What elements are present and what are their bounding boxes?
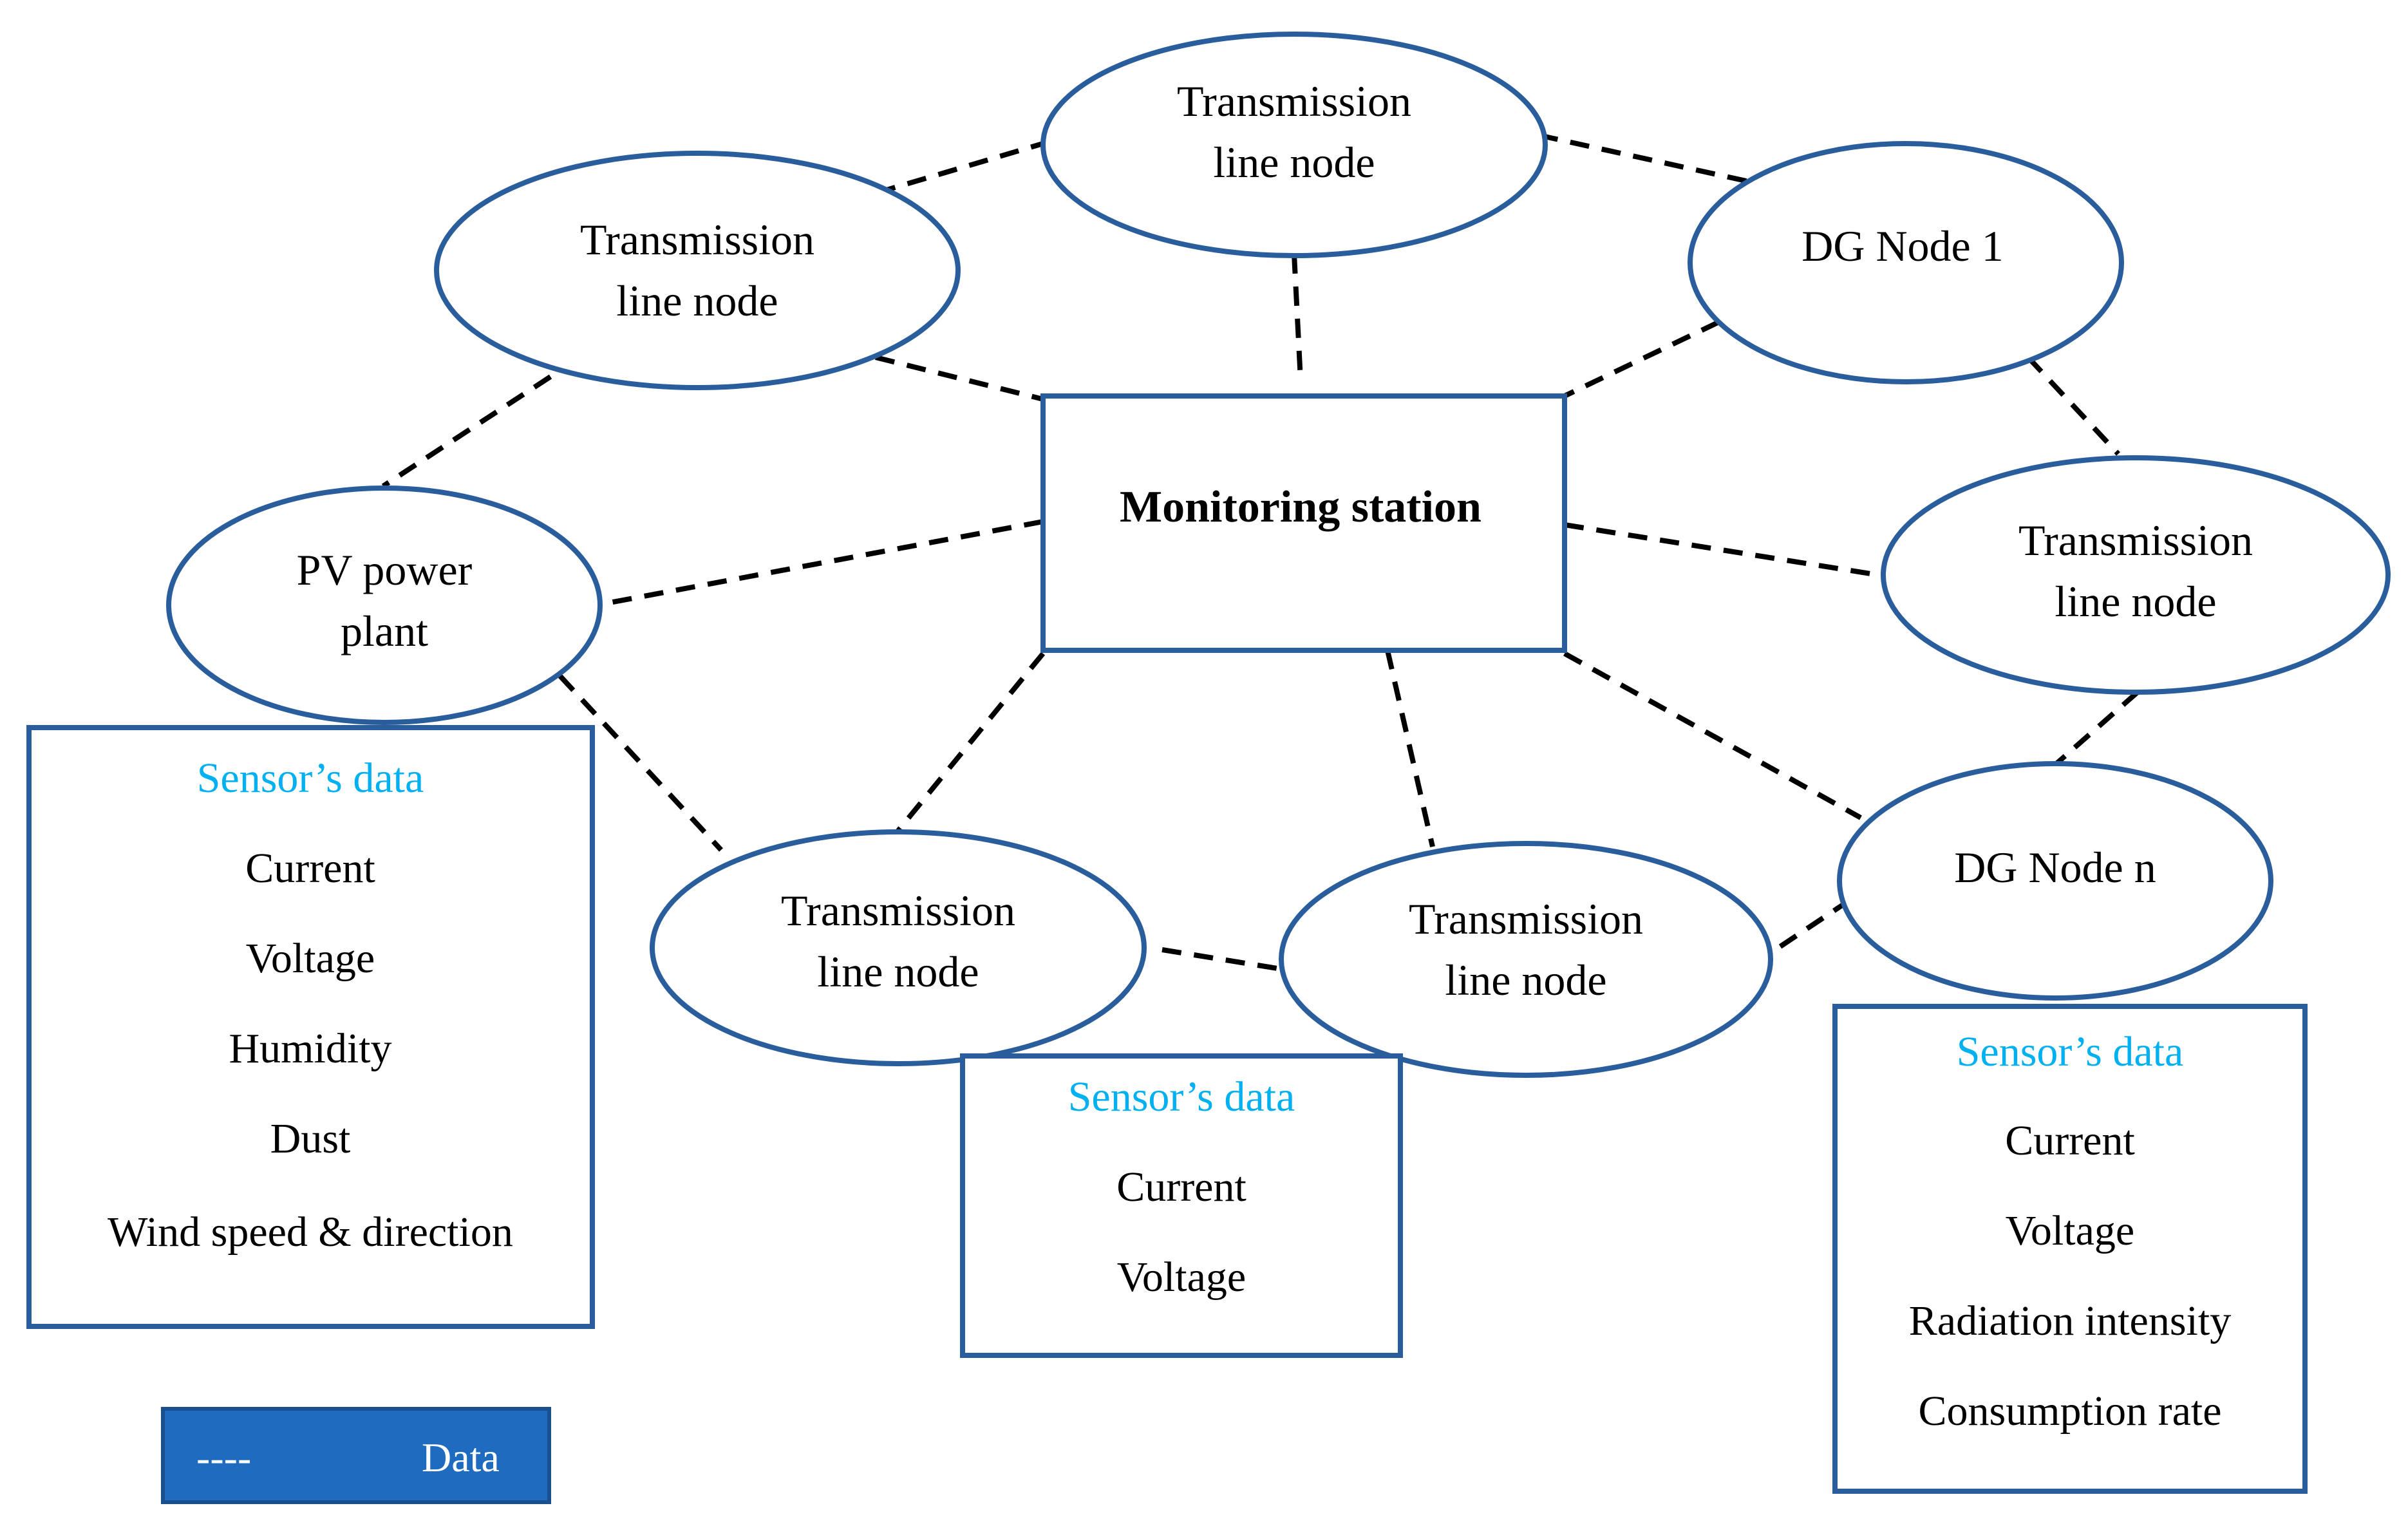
dg-node-1: DG Node 1: [1688, 141, 2124, 384]
station-label: Monitoring station: [1120, 482, 1481, 532]
link-station-tlbottommid: [1385, 650, 1435, 847]
sensor-title: Sensor’s data: [1957, 1028, 2184, 1075]
sensor-title: Sensor’s data: [197, 755, 424, 802]
node-label: DG Node n: [1954, 843, 2156, 892]
link-tlbottommid-dgn: [1778, 899, 1850, 949]
link-tltop-dg1: [1538, 133, 1758, 186]
sensor-item: Voltage: [246, 935, 375, 982]
sensor-item: Wind speed & direction: [108, 1209, 513, 1256]
link-tlbottomleft-tlbottommid: [1162, 947, 1282, 972]
link-pv-tlbottomleft: [558, 674, 723, 852]
transmission-line-node-top: Transmission line node: [1040, 32, 1548, 258]
sensor-item: Radiation intensity: [1909, 1297, 2231, 1344]
link-dg1-tlright: [2026, 355, 2120, 456]
link-station-tlbottomleft: [896, 652, 1046, 833]
link-tlupperleft-pv: [381, 374, 552, 489]
node-label-line-1: Transmission: [1409, 894, 1643, 943]
sensor-data-box-dg: Sensor’s data Current Voltage Radiation …: [1832, 1004, 2308, 1494]
node-label-line-2: line node: [817, 947, 979, 996]
pv-power-plant-node: PV power plant: [166, 485, 603, 725]
link-tlupperleft-station: [875, 355, 1044, 402]
link-tltop-tlupperleft: [874, 139, 1051, 196]
node-label-line-1: PV power: [297, 545, 473, 594]
transmission-line-node-bottom-middle: Transmission line node: [1279, 841, 1773, 1078]
data-links: [381, 133, 2140, 972]
node-label-line-2: line node: [616, 276, 778, 325]
node-label-line-2: line node: [1445, 956, 1606, 1004]
sensor-item: Current: [2005, 1117, 2135, 1164]
sensor-title: Sensor’s data: [1068, 1073, 1295, 1120]
node-label-line-1: Transmission: [781, 886, 1015, 935]
sensor-item: Humidity: [229, 1025, 391, 1072]
sensor-item: Voltage: [1117, 1254, 1246, 1301]
legend-label: Data: [422, 1435, 500, 1480]
link-tltop-station: [1292, 254, 1303, 381]
legend: ---- Data: [161, 1407, 551, 1504]
sensor-data-box-transmission: Sensor’s data Current Voltage: [960, 1053, 1403, 1358]
node-label-line-1: Transmission: [1177, 77, 1411, 126]
transmission-line-node-bottom-left: Transmission line node: [650, 829, 1147, 1066]
sensor-item: Dust: [270, 1115, 351, 1162]
sensor-data-box-pv: Sensor’s data Current Voltage Humidity D…: [26, 725, 595, 1329]
node-label-line-1: Transmission: [2018, 516, 2253, 565]
dg-node-n: DG Node n: [1837, 761, 2273, 1001]
sensor-item: Voltage: [2006, 1207, 2134, 1254]
node-label: DG Node 1: [1801, 221, 2004, 270]
transmission-line-node-right: Transmission line node: [1881, 455, 2391, 695]
link-station-tlright: [1564, 522, 1887, 579]
transmission-line-node-upper-left: Transmission line node: [434, 151, 961, 390]
node-label-line-2: plant: [341, 607, 428, 655]
monitoring-station: Monitoring station: [1040, 393, 1567, 653]
legend-symbol: ----: [196, 1435, 251, 1480]
sensor-item: Current: [245, 845, 375, 892]
link-tlright-dgn: [2055, 690, 2140, 766]
node-label-line-2: line node: [2055, 577, 2216, 626]
node-label-line-1: Transmission: [580, 215, 814, 264]
sensor-item: Consumption rate: [1918, 1388, 2221, 1435]
node-label-line-2: line node: [1213, 138, 1375, 187]
link-station-dgn: [1563, 651, 1862, 820]
link-station-pv: [595, 519, 1044, 608]
link-dg1-station: [1563, 319, 1720, 399]
sensor-item: Current: [1116, 1163, 1246, 1210]
